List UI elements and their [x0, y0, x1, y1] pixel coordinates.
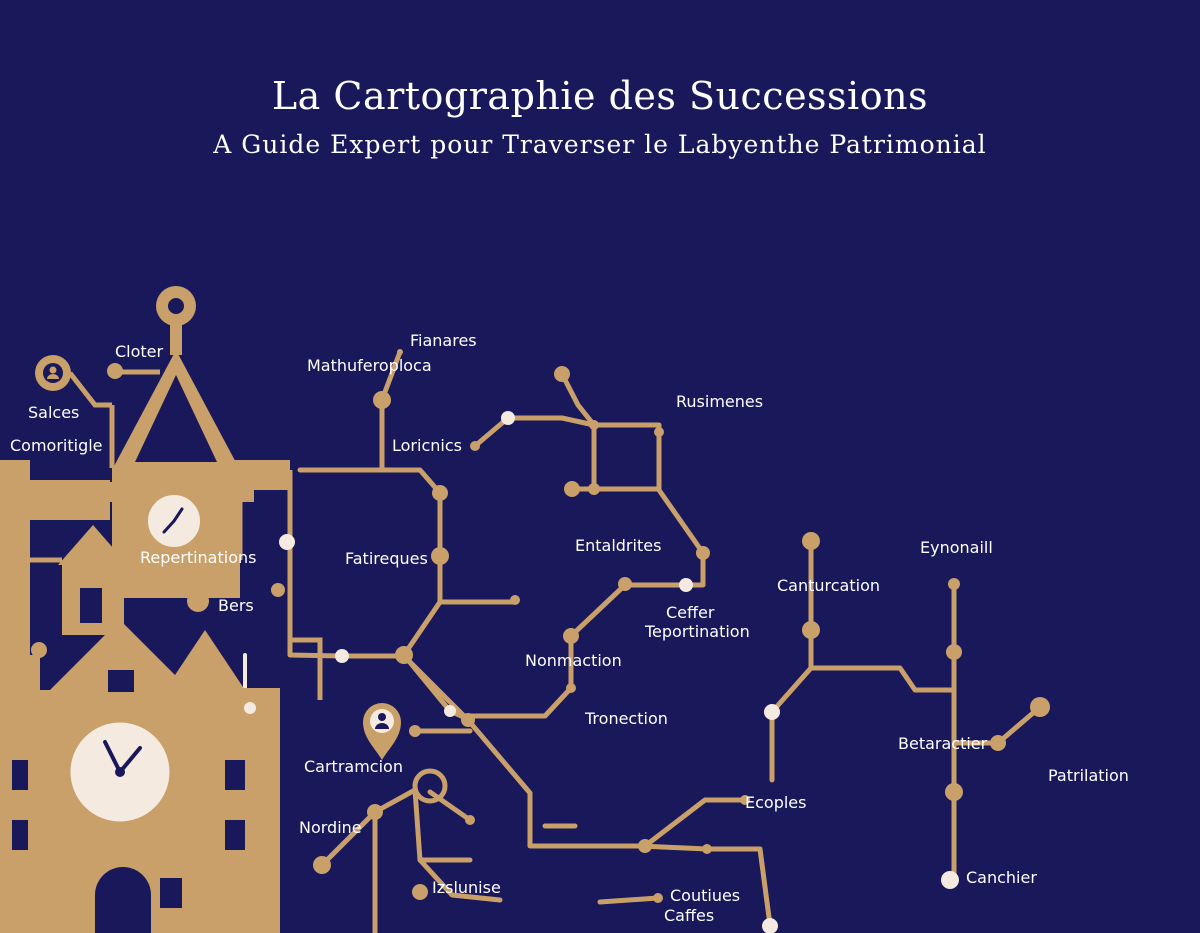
clock-hands [103, 507, 184, 774]
label-comoritigle: Comoritigle [10, 436, 103, 455]
highlight-nodes [244, 411, 959, 933]
label-bers: Bers [218, 596, 254, 615]
route-line [417, 857, 503, 903]
label-fatireques: Fatireques [345, 549, 428, 568]
city-silhouette [0, 286, 290, 933]
label-canturcation: Canturcation [777, 576, 881, 595]
label-teportination: Teportination [645, 622, 750, 641]
label-repertinations: Repertinations [140, 548, 257, 567]
route-line [287, 477, 773, 928]
page-subtitle: A Guide Expert pour Traverser le Labyent… [213, 130, 987, 159]
label-caffes: Caffes [664, 906, 715, 925]
label-rusimenes: Rusimenes [676, 392, 764, 411]
label-mathuferoploca: Mathuferoploca [307, 356, 432, 375]
route-line [559, 371, 597, 492]
city-details [12, 588, 245, 933]
page-title: La Cartographie des Successions [271, 74, 929, 118]
label-fianares: Fianares [410, 331, 477, 350]
label-nordine: Nordine [299, 818, 362, 837]
label-entaldrites: Entaldrites [575, 536, 662, 555]
city-lines [0, 369, 323, 700]
label-canchier: Canchier [966, 868, 1037, 887]
label-loricnics: Loricnics [392, 436, 462, 455]
label-betaractier: Betaractier [898, 734, 988, 753]
route-line [642, 797, 748, 849]
ring-node [412, 768, 448, 804]
route-line [427, 789, 473, 823]
route-line [297, 395, 385, 473]
route-line [808, 665, 957, 693]
route-line [597, 895, 661, 905]
label-cartramcion: Cartramcion [304, 757, 403, 776]
route-line [472, 415, 706, 588]
label-ceffer: Ceffer [666, 603, 715, 622]
user-node-icon [43, 363, 63, 383]
label-izslunise: Izslunise [432, 878, 501, 897]
label-nonmaction: Nonmaction [525, 651, 622, 670]
route-line [379, 467, 443, 658]
route-nodes [31, 349, 1050, 903]
label-cloter: Cloter [115, 342, 164, 361]
label-ecoples: Ecoples [745, 793, 807, 812]
label-eynonaill: Eynonaill [920, 538, 993, 557]
label-tronection: Tronection [585, 709, 668, 728]
label-salces: Salces [28, 403, 80, 422]
route-line [467, 582, 689, 719]
label-patrilation: Patrilation [1048, 766, 1129, 785]
location-pin-icon [363, 703, 401, 760]
label-coutiues: Coutiues [670, 886, 741, 905]
